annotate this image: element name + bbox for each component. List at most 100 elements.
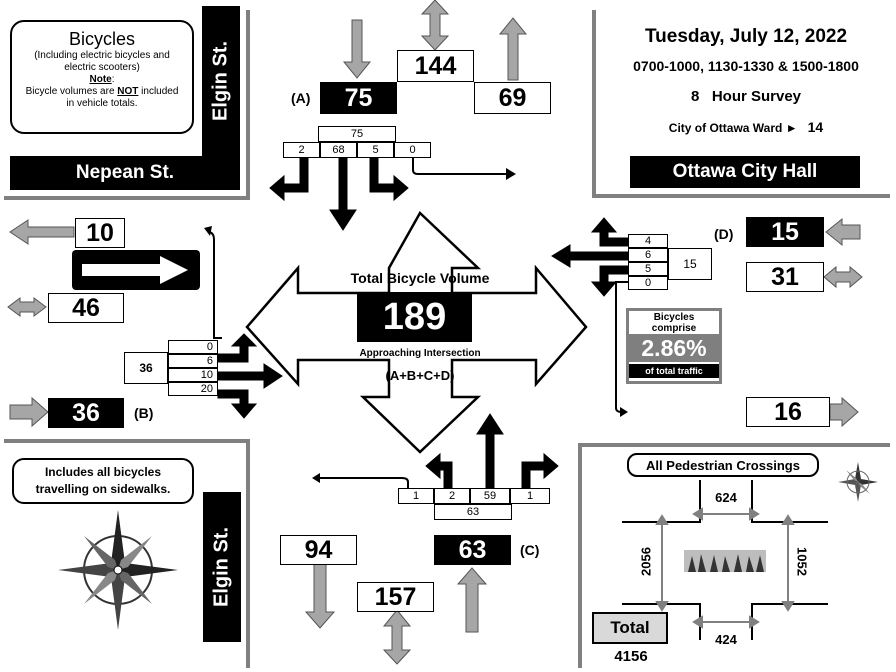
- d-cell-through: 5: [628, 262, 668, 276]
- center-sub: Approaching Intersection: [359, 348, 481, 359]
- ped-south-head-r: [749, 615, 760, 629]
- d-total-both: 31: [746, 262, 824, 292]
- street-name-south: Elgin St.: [203, 492, 241, 642]
- d-departure-arrow: [829, 396, 859, 428]
- street-borders: [4, 10, 890, 668]
- a-label: (A): [291, 90, 311, 106]
- ped-title: All Pedestrian Crossings: [627, 453, 819, 477]
- border-sw: [4, 439, 250, 668]
- a-departure-arrow: [498, 17, 528, 81]
- ped-north-head-r: [749, 507, 760, 521]
- c-both-arrow: [382, 609, 412, 665]
- a-both-arrow: [420, 0, 450, 51]
- a-turn-left-arrow: [269, 155, 309, 202]
- c-turn-right-arrow: [521, 452, 559, 489]
- legend-note-row2: Bicycle volumes are NOT included: [12, 86, 192, 98]
- a-cell-right: 2: [283, 142, 320, 158]
- b-cell-right: 20: [168, 382, 218, 396]
- d-label: (D): [714, 226, 734, 242]
- ped-north: 624: [715, 490, 737, 505]
- legend-note-label: Note: [89, 74, 112, 85]
- c-through-arrow: [476, 413, 504, 489]
- ped-west-head-b: [655, 601, 669, 612]
- ped-west: 2056: [638, 547, 654, 576]
- d-approach-arrow: [825, 217, 861, 247]
- b-approach-arrow: [9, 396, 49, 428]
- a-cell-uturn: 0: [394, 142, 431, 158]
- c-cell-left: 2: [434, 488, 470, 504]
- b-turn-up-arrow: [217, 333, 258, 363]
- legend-note-c: in vehicle totals.: [66, 98, 138, 109]
- d-cells: 4 6 5 0: [628, 234, 668, 290]
- a-cell-through: 68: [320, 142, 357, 158]
- a-through-arrow: [329, 155, 357, 231]
- c-approach-arrow: [456, 567, 488, 633]
- b-approach-volume: 36: [48, 398, 124, 428]
- share-box: Bicycles comprise 2.86% of total traffic: [626, 308, 722, 384]
- d-approach-volume: 15: [746, 217, 824, 247]
- a-sum-row: 75: [318, 126, 396, 142]
- survey-hours-row: 8 Hour Survey: [600, 88, 892, 105]
- legend-line2: electric scooters): [64, 62, 140, 73]
- legend-line1: (Including electric bicycles and: [34, 50, 170, 61]
- ped-total: 4156: [614, 648, 648, 665]
- ped-east-head-b: [781, 601, 795, 612]
- b-cell-through: 10: [168, 368, 218, 382]
- b-cell-left: 6: [168, 354, 218, 368]
- survey-hours-label: Hour Survey: [711, 88, 802, 105]
- a-approach-volume: 75: [320, 82, 397, 114]
- ped-north-head-l: [692, 507, 703, 521]
- one-way-sign: [72, 250, 200, 290]
- survey-ward-arrow: ►: [785, 121, 798, 135]
- b-departure-volume: 10: [75, 218, 125, 248]
- b-departure-arrow: [9, 219, 75, 245]
- a-total-both: 144: [397, 50, 474, 82]
- a-uturn-head: [506, 168, 516, 180]
- d-cell-right: 6: [628, 248, 668, 262]
- d-uturn-head: [620, 407, 628, 417]
- a-sum: 75: [318, 126, 396, 142]
- survey-ward: 14: [807, 119, 824, 135]
- center-title: Total Bicycle Volume: [350, 270, 490, 286]
- one-way-arrow-icon: [82, 256, 188, 284]
- c-departure-volume: 94: [280, 535, 357, 565]
- d-cell-left: 0: [628, 276, 668, 290]
- survey-ward-row: City of Ottawa Ward ► 14: [600, 119, 892, 135]
- c-total-both: 157: [357, 582, 434, 612]
- d-departure-volume: 16: [746, 397, 830, 427]
- pedestrians-icon: [684, 550, 766, 572]
- b-cell-uturn: 0: [168, 340, 218, 354]
- border-nw: [4, 10, 250, 200]
- b-total-both: 46: [48, 293, 124, 323]
- survey-hours: 8: [690, 88, 700, 105]
- ped-east: 1052: [794, 547, 810, 576]
- ped-cross-se: [751, 603, 828, 640]
- ped-south: 424: [715, 632, 737, 647]
- c-cell-right: 1: [510, 488, 550, 504]
- legend-note-colon: :: [111, 74, 115, 85]
- ped-east-head-t: [781, 514, 795, 525]
- c-uturn-head: [312, 473, 320, 483]
- a-approach-arrow: [342, 19, 372, 79]
- legend-note-not: NOT: [117, 86, 139, 97]
- center-total: 189: [357, 292, 472, 342]
- ped-cross-nw: [622, 480, 701, 523]
- ped-west-head-t: [655, 514, 669, 525]
- c-uturn-line: [318, 477, 409, 488]
- survey-date: Tuesday, July 12, 2022: [644, 26, 848, 47]
- legend-box: Bicycles (Including electric bicycles an…: [10, 20, 194, 134]
- a-uturn-line: [412, 157, 508, 175]
- c-departure-arrow: [304, 563, 336, 629]
- d-turn-up-arrow: [590, 217, 629, 247]
- c-sum: 63: [434, 504, 512, 520]
- b-sum: 36: [124, 352, 168, 384]
- c-cell-through: 59: [470, 488, 510, 504]
- share-line3: of total traffic: [629, 364, 719, 378]
- d-through-arrow: [551, 244, 629, 268]
- sidewalk-note: Includes all bicycles travelling on side…: [12, 458, 194, 504]
- center-formula: (A+B+C+D): [385, 368, 455, 383]
- a-cell-left: 5: [357, 142, 394, 158]
- d-both-arrow: [823, 265, 863, 289]
- ped-south-head-l: [692, 615, 703, 629]
- legend-note-a: Bicycle volumes are: [25, 86, 118, 97]
